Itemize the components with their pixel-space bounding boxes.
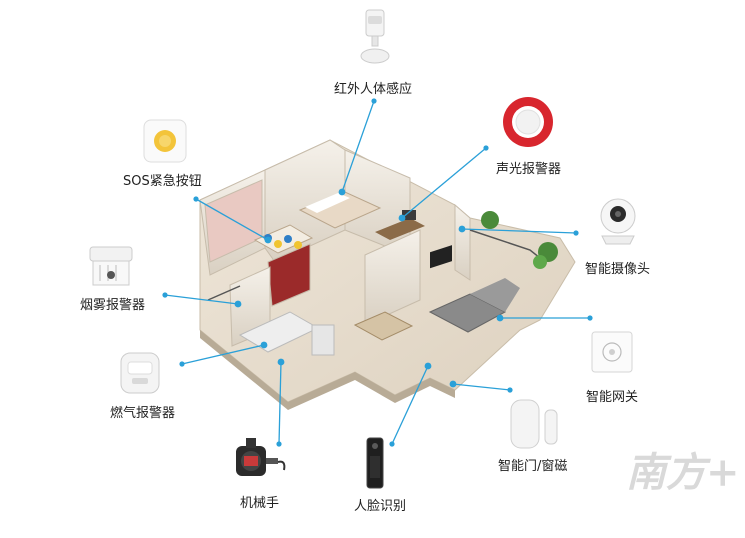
- label-door-window-sensor: 智能门/窗磁: [498, 459, 568, 474]
- connector-smoke: [164, 294, 239, 305]
- label-camera: 智能摄像头: [585, 262, 651, 277]
- connector-motion: [341, 100, 375, 193]
- connector-door: [452, 383, 511, 391]
- connector-camera: [461, 228, 577, 234]
- siren-icon: [503, 97, 553, 147]
- connector-face: [391, 365, 429, 445]
- connector-gas: [181, 344, 265, 365]
- connector-siren: [401, 147, 487, 219]
- face-recognition-lock-icon: [366, 437, 384, 489]
- label-valve-manipulator: 机械手: [240, 496, 280, 511]
- label-sos-button: SOS紧急按钮: [123, 174, 202, 189]
- pir-motion-sensor-icon: [360, 9, 390, 64]
- label-motion-sensor: 红外人体感应: [334, 82, 413, 97]
- label-gateway: 智能网关: [586, 390, 639, 405]
- sos-button-icon: [143, 119, 187, 163]
- door-window-sensor-icon: [510, 399, 558, 449]
- label-siren: 声光报警器: [496, 162, 562, 177]
- label-gas-detector: 燃气报警器: [110, 406, 176, 421]
- camera-icon: [600, 198, 636, 245]
- house-furniture: [207, 191, 558, 356]
- gateway-icon: [591, 331, 633, 373]
- label-face-recognition: 人脸识别: [354, 499, 407, 514]
- connector-dots: [162, 98, 593, 447]
- connector-lines: [164, 100, 590, 445]
- valve-manipulator-icon: [236, 438, 286, 476]
- label-smoke-detector: 烟雾报警器: [80, 298, 146, 313]
- connector-valve: [278, 361, 282, 445]
- connector-sos: [195, 198, 269, 241]
- gas-detector-icon: [120, 352, 160, 394]
- smoke-detector-icon: [89, 246, 133, 286]
- watermark: 南方+: [626, 449, 740, 496]
